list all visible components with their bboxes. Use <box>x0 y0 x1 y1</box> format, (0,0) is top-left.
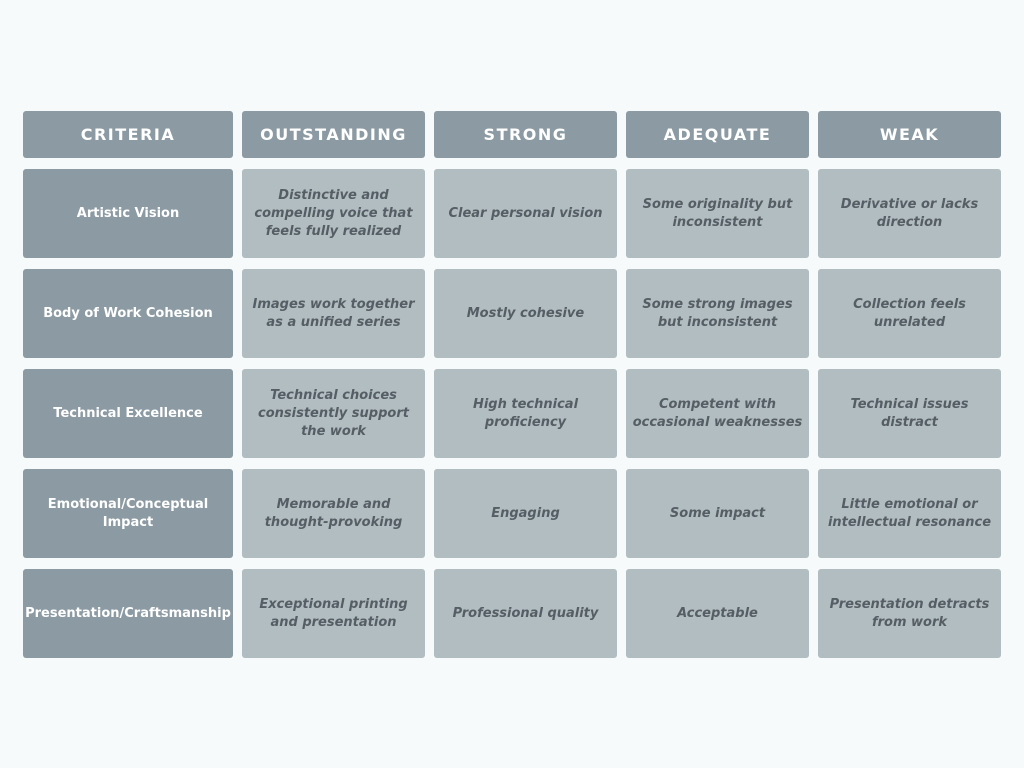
header-criteria: CRITERIA <box>23 111 233 158</box>
header-outstanding: OUTSTANDING <box>242 111 425 158</box>
cell-strong: Mostly cohesive <box>434 269 617 358</box>
cell-weak: Derivative or lacks direction <box>818 169 1001 258</box>
header-adequate: ADEQUATE <box>626 111 809 158</box>
cell-outstanding: Memorable and thought-provoking <box>242 469 425 558</box>
cell-adequate: Acceptable <box>626 569 809 658</box>
cell-strong: High technical proficiency <box>434 369 617 458</box>
header-strong: STRONG <box>434 111 617 158</box>
cell-weak: Little emotional or intellectual resonan… <box>818 469 1001 558</box>
rubric-table: CRITERIA OUTSTANDING STRONG ADEQUATE WEA… <box>23 111 1001 658</box>
criterion-technical-excellence: Technical Excellence <box>23 369 233 458</box>
cell-outstanding: Images work together as a unified series <box>242 269 425 358</box>
header-weak: WEAK <box>818 111 1001 158</box>
cell-strong: Engaging <box>434 469 617 558</box>
cell-outstanding: Distinctive and compelling voice that fe… <box>242 169 425 258</box>
cell-adequate: Competent with occasional weaknesses <box>626 369 809 458</box>
cell-strong: Professional quality <box>434 569 617 658</box>
cell-weak: Technical issues distract <box>818 369 1001 458</box>
cell-adequate: Some strong images but inconsistent <box>626 269 809 358</box>
cell-weak: Presentation detracts from work <box>818 569 1001 658</box>
cell-adequate: Some originality but inconsistent <box>626 169 809 258</box>
cell-outstanding: Exceptional printing and presentation <box>242 569 425 658</box>
cell-adequate: Some impact <box>626 469 809 558</box>
cell-strong: Clear personal vision <box>434 169 617 258</box>
cell-outstanding: Technical choices consistently support t… <box>242 369 425 458</box>
criterion-body-of-work-cohesion: Body of Work Cohesion <box>23 269 233 358</box>
criterion-presentation-craftsmanship: Presentation/Craftsmanship <box>23 569 233 658</box>
criterion-emotional-conceptual-impact: Emotional/Conceptual Impact <box>23 469 233 558</box>
criterion-artistic-vision: Artistic Vision <box>23 169 233 258</box>
cell-weak: Collection feels unrelated <box>818 269 1001 358</box>
